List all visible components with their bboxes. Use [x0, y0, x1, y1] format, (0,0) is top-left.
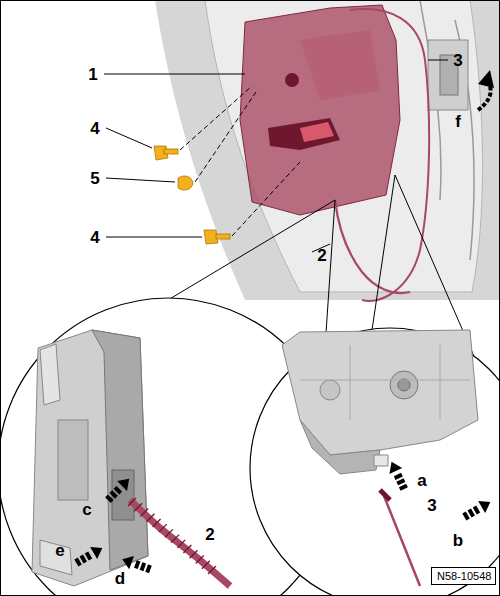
cable — [335, 200, 410, 293]
cable — [350, 9, 429, 301]
callout-label: a — [417, 472, 426, 489]
direction-arrows — [73, 70, 494, 576]
lock-housing — [282, 330, 478, 474]
latch-slot — [268, 118, 340, 150]
callout-label: b — [453, 532, 463, 549]
door-panel — [155, 0, 500, 300]
callout-label: 4 — [90, 120, 99, 137]
detail-circle — [250, 328, 500, 596]
callout-label: 3 — [453, 52, 462, 69]
callout-label: d — [115, 570, 125, 587]
callout-label: 5 — [90, 170, 99, 187]
cable-sheath — [128, 498, 230, 586]
figure-number-box: N58-10548 — [431, 567, 496, 585]
callout-label: 1 — [88, 66, 97, 83]
lock-hole — [285, 73, 299, 87]
callout-label: 4 — [90, 229, 99, 246]
callout-label: 3 — [427, 497, 436, 514]
callout-label: 2 — [205, 526, 214, 543]
callout-label: e — [55, 542, 64, 559]
figure-number: N58-10548 — [437, 570, 490, 583]
cable — [384, 496, 420, 586]
lock-housing — [32, 330, 148, 586]
door-lock — [240, 5, 400, 215]
callout-label: c — [82, 501, 91, 518]
screw — [154, 146, 230, 244]
callout-label: f — [455, 113, 461, 130]
door-inner — [205, 0, 483, 292]
callout-label: 2 — [317, 247, 326, 264]
